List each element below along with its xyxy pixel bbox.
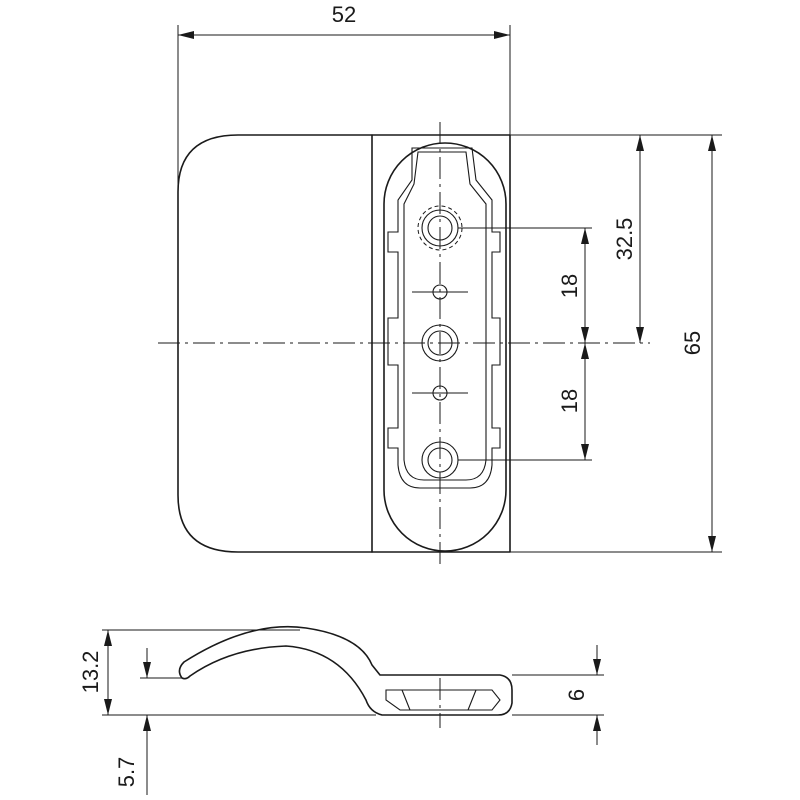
dimension-label-width: 52 [332, 2, 356, 27]
dimension-label-base-thickness: 6 [564, 689, 589, 701]
base-channel-line-right [467, 689, 477, 711]
dimension-32-5: 32.5 [612, 135, 644, 343]
plate-outline [177, 134, 511, 553]
dimension-pitch-upper: 18 [458, 227, 592, 343]
side-view [178, 625, 513, 728]
dimension-pitch-lower: 18 [458, 343, 592, 461]
hook-profile [178, 625, 513, 716]
mounting-slot [383, 142, 507, 552]
inner-profile-offset [403, 151, 487, 481]
dimension-width: 52 [177, 2, 511, 190]
inner-profile [387, 147, 501, 489]
base-channel-line-left [401, 689, 411, 711]
dimension-side-height: 13.2 [78, 629, 376, 716]
base-channel [385, 689, 501, 711]
dimension-label-32-5: 32.5 [612, 218, 637, 261]
dimension-side-offset: 5.7 [114, 648, 182, 795]
front-view [158, 122, 650, 565]
dimension-label-pitch-upper: 18 [557, 274, 582, 298]
dimension-base-thickness: 6 [512, 645, 604, 745]
dimension-label-side-offset: 5.7 [114, 757, 139, 788]
dimension-label-height: 65 [680, 331, 705, 355]
dimension-height: 65 [490, 134, 722, 553]
dimension-label-pitch-lower: 18 [557, 389, 582, 413]
dimension-label-side-height: 13.2 [78, 651, 103, 694]
